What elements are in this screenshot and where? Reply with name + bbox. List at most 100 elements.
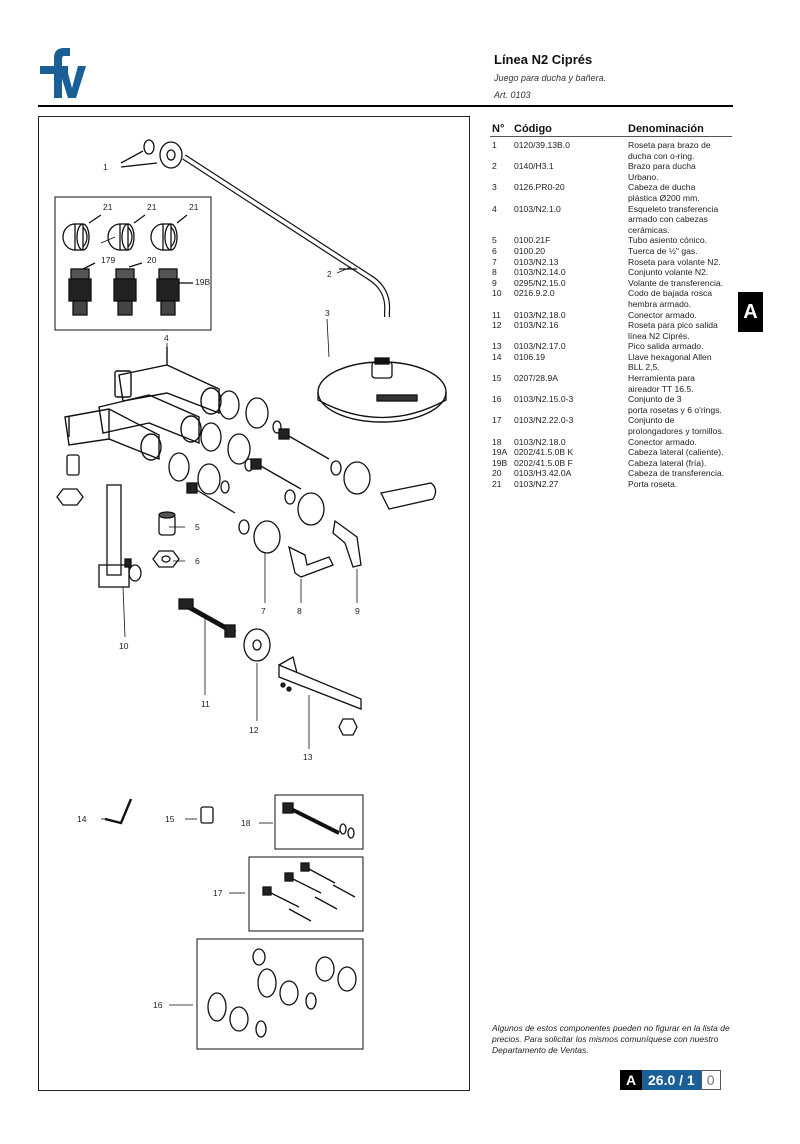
row-code: 0103/N2.27	[514, 479, 559, 489]
row-code: 0100.20	[514, 245, 546, 256]
denomination-line: Llave hexagonal Allen	[628, 351, 712, 362]
header-rule	[38, 105, 733, 107]
header-code: Código	[514, 123, 552, 135]
row-denomination: Porta roseta.	[628, 479, 732, 490]
row-denomination: Tuerca de ½" gas.	[628, 246, 732, 257]
section-tab[interactable]: A	[738, 292, 763, 332]
denomination-line: Conjunto de	[628, 415, 675, 426]
row-denomination: Cabeza lateral (fría).	[628, 458, 732, 469]
row-code: 0202/41.5.0B K	[514, 447, 574, 458]
row-code: 0295/N2.15.0	[514, 277, 566, 288]
denomination-line: Esqueleto transferencia	[628, 203, 719, 214]
part-13-spout	[278, 664, 362, 710]
row-number: 11	[492, 309, 501, 320]
part-9-handle	[380, 482, 437, 510]
row-number: 20	[492, 468, 502, 479]
label-10: 10	[119, 641, 129, 651]
label-21a: 21	[103, 202, 113, 212]
denomination-line: Roseta para brazo de	[628, 140, 711, 150]
row-code: 0100.21F	[514, 235, 551, 246]
page-subtitle: Juego para ducha y bañera.	[494, 73, 607, 83]
page-reference: A 26.0 / 1 0	[620, 1070, 721, 1090]
page-ref-letter: A	[620, 1070, 642, 1090]
part-21-holders	[62, 223, 178, 251]
row-number: 9	[492, 277, 497, 288]
denomination-line: Herramienta para	[628, 373, 695, 384]
row-code: 0126.PR0-20	[514, 182, 565, 193]
label-2: 2	[327, 269, 332, 279]
part-screws	[186, 428, 330, 514]
denomination-line: Cabeza de transferencia.	[628, 468, 725, 479]
label-4: 4	[164, 333, 169, 343]
row-number: 5	[492, 235, 497, 246]
denomination-line: Tuerca de ½" gas.	[628, 245, 698, 256]
row-number: 15	[492, 373, 502, 384]
row-number: 13	[492, 341, 502, 352]
denomination-line: Conjunto de 3	[628, 394, 682, 405]
label-12: 12	[249, 725, 259, 735]
denomination-line: Cabeza lateral (caliente).	[628, 447, 724, 458]
part-6-nut	[152, 550, 180, 568]
label-9: 9	[355, 606, 360, 616]
row-code: 0207/28.9A	[514, 373, 558, 384]
row-number: 10	[492, 288, 502, 299]
denomination-line: Conector armado.	[628, 309, 697, 320]
denomination-line: Roseta para volante N2.	[628, 256, 721, 267]
table-row: 19A 0202/41.5.0B K Cabeza lateral (calient…	[490, 447, 732, 458]
denomination-line: prolongadores y tornillos.	[628, 426, 725, 437]
label-1: 1	[103, 162, 108, 172]
page-ref-number: 26.0 / 1	[642, 1070, 701, 1090]
denomination-line: Pico salida armado.	[628, 341, 704, 352]
part-16-rosette-holders	[207, 948, 357, 1038]
row-code: 0103/N2.13	[514, 256, 559, 267]
denomination-line: plástica Ø200 mm.	[628, 192, 700, 203]
denomination-line: Codo de bajada rosca	[628, 288, 713, 299]
part-15-tool	[200, 806, 214, 824]
label-21b: 21	[147, 202, 157, 212]
table-row: 21 0103/N2.27 Porta roseta.	[490, 479, 732, 490]
fv-logo	[40, 48, 86, 98]
row-number: 19B	[492, 457, 508, 468]
denomination-line: línea N2 Ciprés.	[628, 330, 690, 341]
page-title: Línea N2 Ciprés	[494, 52, 593, 67]
row-number: 18	[492, 436, 502, 447]
header-no: N°	[492, 123, 505, 135]
label-14: 14	[77, 814, 87, 824]
row-code: 0120/39.13B.0	[514, 140, 570, 150]
label-5: 5	[195, 522, 200, 532]
label-19b: 19B	[195, 277, 210, 287]
row-code: 0216.9.2.0	[514, 288, 555, 299]
denomination-line: porta rosetas y 6 o'rings.	[628, 404, 722, 415]
denomination-line: ducha con o-ring.	[628, 150, 695, 161]
part-1-rosette	[159, 141, 183, 169]
row-code: 0103/N2.15.0-3	[514, 394, 574, 405]
row-number: 21	[492, 479, 502, 489]
part-10-elbow	[98, 484, 142, 588]
denomination-line: Roseta para pico salida	[628, 320, 718, 331]
denomination-line: BLL 2,5.	[628, 362, 660, 373]
label-6: 6	[195, 556, 200, 566]
part-11-connector	[178, 598, 237, 638]
denomination-line: Cabeza lateral (fría).	[628, 457, 707, 468]
header-denomination: Denominación	[628, 123, 704, 135]
article-number: Art. 0103	[494, 90, 531, 100]
row-number: 19A	[492, 447, 508, 458]
row-denomination: Roseta para volante N2.	[628, 257, 732, 268]
denomination-line: armado con cabezas	[628, 214, 708, 225]
